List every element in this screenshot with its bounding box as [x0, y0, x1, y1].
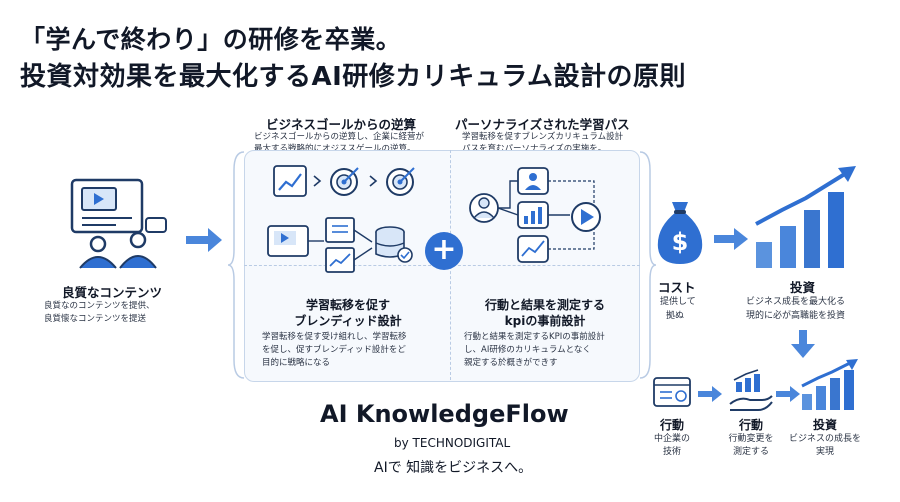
bottom-right-desc-line1: 行動と結果を測定するKPIの事前設計 [464, 332, 605, 342]
bottom-right-heading-line2: kpiの事前設計 [504, 314, 586, 328]
top-left-desc-line2: 最大する戦略的にオジススゲールの逆算。 [254, 144, 416, 154]
bottom-right-desc-line2: し、AI研修のカリキュラムとなく [464, 345, 591, 355]
bottom-left-desc-line3: 目的に戦略になる [262, 358, 331, 368]
flow-1-desc-line1: 中企業の [653, 434, 690, 444]
left-desc-line1: 良質なのコンテンツを提供、 [44, 301, 155, 311]
money-bag-icon [657, 202, 703, 264]
flow-3-desc-line2: 実現 [815, 447, 834, 457]
bottom-left-desc-line1: 学習転移を促す受け組れし、学習転移 [262, 332, 407, 342]
bottom-right-heading-line1: 行動と結果を測定する [484, 298, 605, 312]
bottom-left-heading-line2: ブレンディッド設計 [294, 314, 402, 328]
investment-desc-line2: 現的に必が高職能を投資 [746, 311, 846, 321]
left-heading: 良質なコンテンツ [62, 285, 163, 300]
learning-path-icons [469, 167, 601, 263]
top-right-desc-line1: 学習転移を促すブレンズカリキュラム設計 [462, 132, 624, 142]
flow-1-heading: 行動 [659, 418, 684, 432]
brand-tagline: AIで 知識をビジネスへ。 [374, 460, 533, 476]
flow-2-desc-line1: 行動変更を [728, 434, 774, 444]
bottom-right-desc-line3: 親定する於概きができす [464, 358, 558, 368]
arrow-right-icon [698, 386, 722, 402]
dollar-sign: $ [671, 228, 689, 256]
left-desc-line2: 良質懐なコンテンツを提送 [44, 314, 147, 324]
flow-2-desc-line2: 測定する [732, 447, 769, 457]
flow-3-desc-line1: ビジネスの成長を [788, 434, 861, 444]
page-title-line1: 「学んで終わり」の研修を卒業。 [20, 25, 402, 54]
cost-desc-line1: 提供して [660, 297, 696, 307]
top-left-heading: ビジネスゴールからの逆算 [266, 117, 417, 132]
arrow-right-icon [186, 228, 222, 252]
arrow-right-icon [714, 228, 748, 250]
cost-desc-line2: 拠ぬ [666, 311, 685, 321]
plus-icon: + [425, 232, 463, 270]
blended-learning-icons [267, 217, 413, 273]
investment-desc-line1: ビジネス成長を最大化る [746, 297, 846, 307]
top-right-desc-line2: パスを育むパーソナライズの実施を。 [462, 144, 607, 154]
cost-heading: コスト [658, 280, 696, 295]
flow-3-heading: 投資 [812, 418, 837, 432]
growth-chart-icon [755, 166, 856, 268]
right-brace [639, 151, 657, 379]
top-left-desc-line1: ビジネスゴールからの逆算し、企業に経营が [254, 132, 425, 142]
goal-backcast-icons [273, 165, 415, 197]
brand-byline: by TECHNODIGITAL [394, 436, 511, 450]
browser-window-icon [653, 377, 691, 407]
page-title-line2: 投資対効果を最大化するAI研修カリキュラム設計の原則 [20, 62, 687, 92]
flow-2-heading: 行動 [738, 418, 763, 432]
bottom-left-heading-line1: 学習転移を促す [305, 298, 390, 312]
arrow-down-icon [791, 330, 815, 358]
growth-chart-small-icon [801, 359, 858, 410]
bottom-left-desc-line2: を促し、促すブレンディッド設計をど [262, 345, 406, 355]
flow-1-desc-line2: 技術 [662, 447, 681, 457]
hand-growth-icon [729, 369, 773, 411]
arrow-right-icon [776, 386, 800, 402]
top-right-heading: パーソナライズされた学習パス [455, 117, 630, 132]
brand-name: AI KnowledgeFlow [320, 400, 569, 428]
investment-heading: 投資 [790, 280, 816, 295]
left-brace [227, 151, 245, 379]
content-creator-icon [70, 178, 167, 269]
